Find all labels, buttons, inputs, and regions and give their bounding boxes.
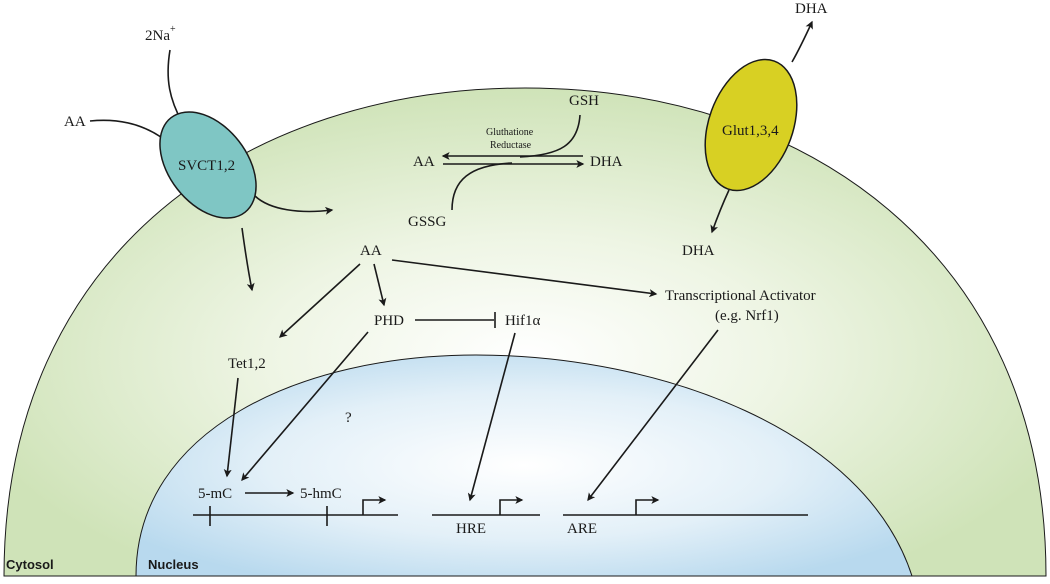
sodium-line	[167, 49, 183, 123]
dha-inside-label: DHA	[682, 243, 715, 259]
nucleus-region	[135, 354, 913, 577]
gsh-label: GSH	[569, 93, 599, 109]
nucleus-label: Nucleus	[148, 557, 199, 572]
activator-to-are-arrow	[587, 329, 719, 502]
glut-label: Glut1,3,4	[722, 123, 779, 139]
aa-center-label: AA	[360, 243, 382, 259]
gene3-promoter-arrow	[635, 496, 660, 515]
glut-import-arrow	[710, 189, 730, 234]
aa-to-tet-arrow	[279, 263, 361, 338]
gene2-promoter-arrow	[499, 496, 524, 515]
glut-export-arrow	[791, 20, 813, 63]
svct-transporter	[159, 111, 257, 219]
sodium-label: 2Na+	[145, 24, 176, 44]
svct-to-cytosol-arrow	[241, 227, 255, 292]
svct-label: SVCT1,2	[178, 158, 235, 174]
activator-label-line2: (e.g. Nrf1)	[715, 308, 779, 324]
gssg-label: GSSG	[408, 214, 447, 230]
hif-label: Hif1α	[505, 313, 540, 329]
aa-to-phd-arrow	[373, 263, 387, 307]
dha-outside-label: DHA	[795, 1, 828, 17]
5mc-label: 5-mC	[198, 486, 232, 502]
question-mark: ?	[345, 410, 352, 426]
gene1-promoter-arrow	[362, 496, 387, 515]
tet-to-5mc-arrow	[223, 377, 239, 478]
gssg-curve	[451, 162, 513, 211]
glut-transporter	[704, 58, 798, 192]
hif-to-hre-arrow	[467, 332, 516, 502]
aa-outside-label: AA	[64, 114, 86, 130]
are-label: ARE	[567, 521, 597, 537]
aa-to-activator-arrow	[391, 259, 658, 298]
phd-label: PHD	[374, 313, 404, 329]
redox-aa-label: AA	[413, 154, 435, 170]
5hmc-label: 5-hmC	[300, 486, 342, 502]
enzyme-label-line1: Gluthatione	[486, 127, 534, 138]
gsh-curve	[519, 114, 581, 158]
enzyme-label-line2: Reductase	[490, 140, 532, 151]
redox-dha-label: DHA	[590, 154, 623, 170]
cytosol-label: Cytosol	[6, 557, 54, 572]
hre-label: HRE	[456, 521, 486, 537]
phd-to-5mc-arrow	[241, 331, 369, 482]
aa-outside-line	[89, 119, 166, 141]
svct-to-redox-arrow	[254, 195, 334, 215]
activator-label-line1: Transcriptional Activator	[665, 288, 816, 304]
tet-label: Tet1,2	[228, 356, 266, 372]
